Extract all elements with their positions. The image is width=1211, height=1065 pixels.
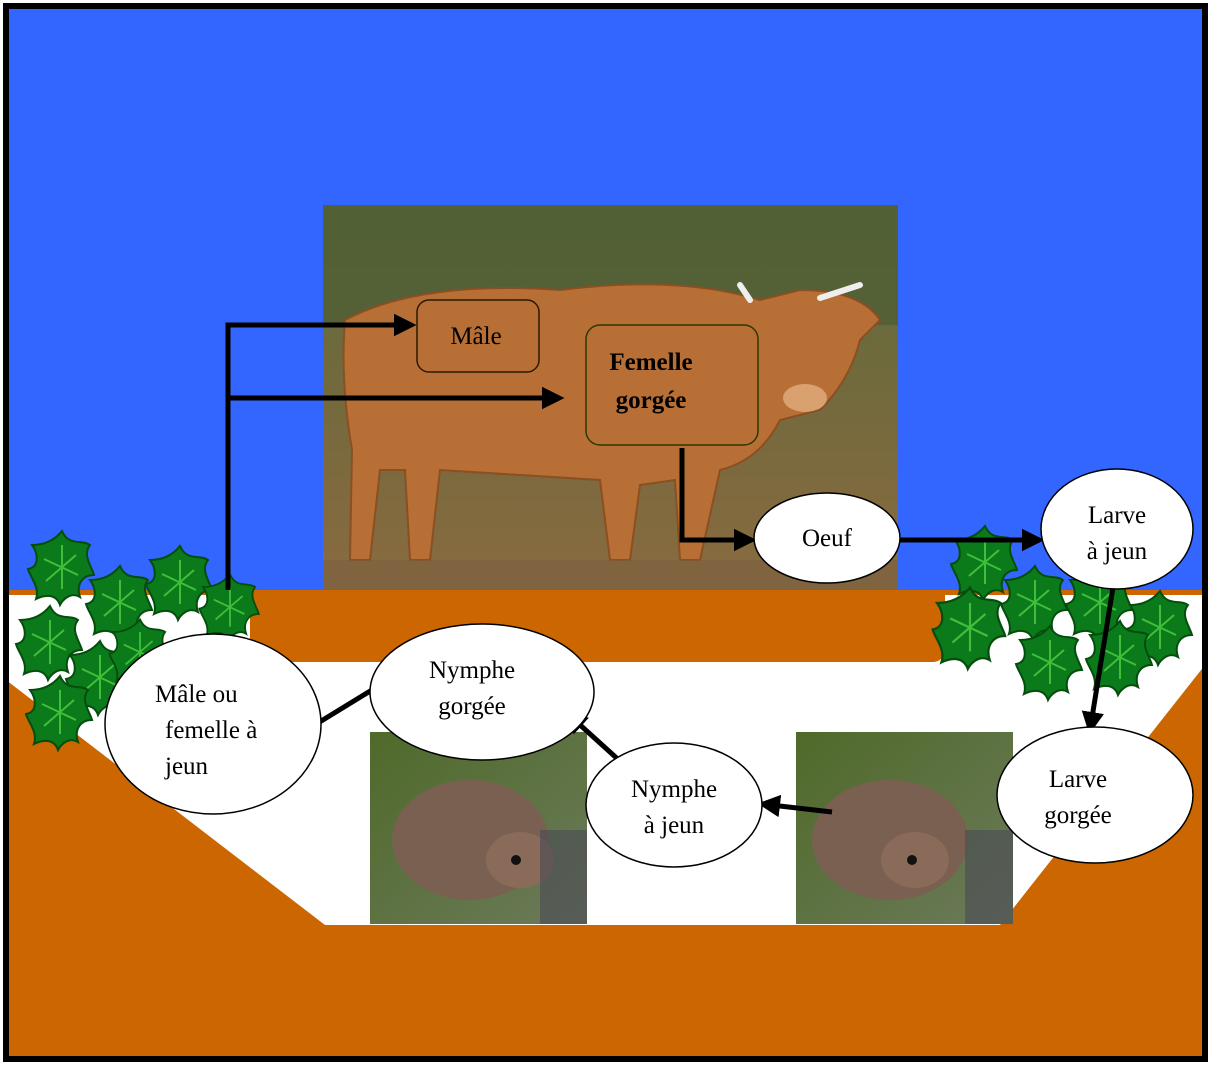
- vole-photo-left: [370, 732, 587, 924]
- arrow-female-to-egg: [679, 448, 757, 552]
- female-engorged-line-2: gorgée: [616, 387, 687, 414]
- nymph-engorged-line-1: Nymphe: [429, 657, 515, 684]
- arrow-to-male: [225, 313, 417, 590]
- larva-fasting-line-1: Larve: [1088, 502, 1146, 529]
- larva-engorged-line-1: Larve: [1049, 766, 1107, 793]
- adult-fasting-line-2: femelle à: [165, 717, 257, 744]
- larva-fasting-node: Larve à jeun: [1040, 468, 1194, 590]
- adult-fasting-line-3: jeun: [164, 753, 209, 780]
- male-box: Mâle: [416, 299, 540, 373]
- adult-fasting-node: Mâle ou femelle à jeun: [104, 633, 322, 815]
- larva-fasting-line-2: à jeun: [1087, 538, 1148, 565]
- nymph-engorged-line-2: gorgée: [438, 693, 506, 720]
- egg-node: Oeuf: [753, 492, 901, 584]
- egg-label: Oeuf: [802, 525, 853, 552]
- nymph-fasting-line-2: à jeun: [644, 812, 705, 839]
- arrow-larva-fasting-to-engorged: [1081, 574, 1118, 735]
- frame: [3, 3, 1208, 1062]
- nymph-engorged-node: Nymphe gorgée: [369, 623, 595, 761]
- larva-engorged-line-2: gorgée: [1044, 802, 1112, 829]
- nymph-fasting-line-1: Nymphe: [631, 776, 717, 803]
- male-label: Mâle: [450, 323, 501, 350]
- adult-fasting-line-1: Mâle ou: [155, 681, 238, 708]
- nymph-fasting-node: Nymphe à jeun: [585, 742, 763, 868]
- female-engorged-line-1: Femelle: [609, 349, 692, 376]
- vole-photo-right: [796, 732, 1013, 924]
- arrow-larva-engorged-to-nymph: [757, 794, 833, 818]
- female-engorged-box: Femelle gorgée: [585, 324, 759, 446]
- larva-engorged-node: Larve gorgée: [996, 726, 1194, 864]
- soil-ledge: [250, 590, 945, 662]
